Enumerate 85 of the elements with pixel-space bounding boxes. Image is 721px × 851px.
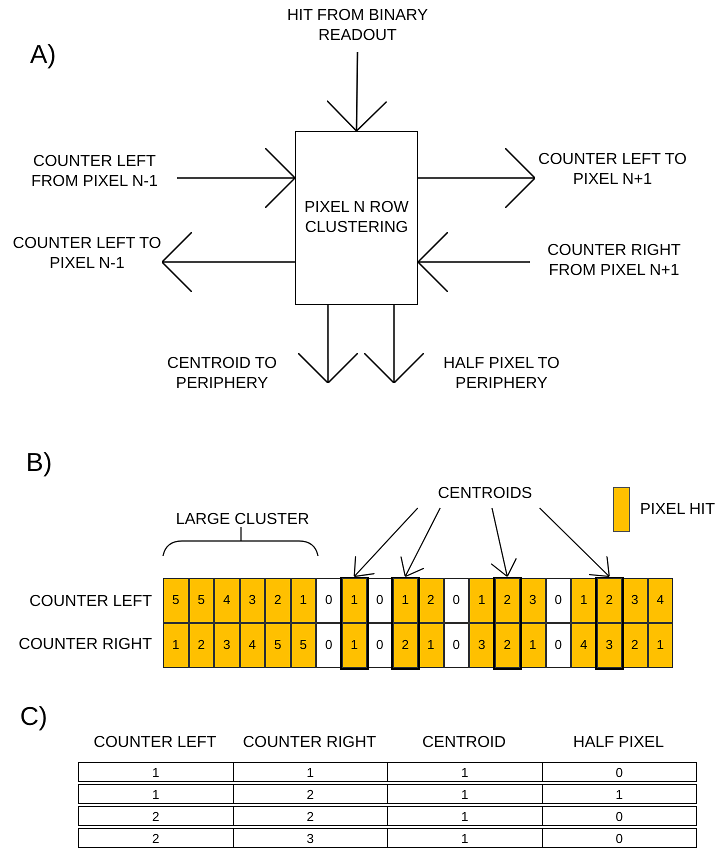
process-box: PIXEL N ROW CLUSTERING xyxy=(295,131,418,305)
table-cell: 1 xyxy=(387,828,542,848)
pixel-cell: 3 xyxy=(520,578,546,623)
arrow xyxy=(161,231,295,293)
leader-arrow xyxy=(539,508,610,578)
section-label: B) xyxy=(26,446,53,478)
pixel-cell: 4 xyxy=(571,623,596,668)
pixel-cell: 2 xyxy=(392,623,418,668)
table-cell: 2 xyxy=(232,784,388,804)
cluster-label: LARGE CLUSTER xyxy=(174,510,310,530)
pixel-cell: 1 xyxy=(392,578,418,623)
legend-text: PIXEL HIT xyxy=(640,500,715,520)
pixel-cell: 0 xyxy=(444,623,469,668)
table-cell: 1 xyxy=(542,784,697,804)
table-cell: 1 xyxy=(387,762,542,782)
pixel-cell: 3 xyxy=(596,623,622,668)
pixel-cell: 4 xyxy=(240,623,265,668)
table-cell: 2 xyxy=(232,806,388,826)
input-label: COUNTER RIGHT FROM PIXEL N+1 xyxy=(530,241,698,287)
pixel-cell: 1 xyxy=(520,623,546,668)
pixel-cell: 2 xyxy=(418,578,444,623)
table-cell: 1 xyxy=(78,762,234,782)
output-label: COUNTER LEFT TO PIXEL N-1 xyxy=(12,234,162,280)
row-label: COUNTER RIGHT xyxy=(18,635,153,655)
column-header: CENTROID xyxy=(421,733,507,753)
pixel-cell: 1 xyxy=(648,623,673,668)
pixel-cell: 5 xyxy=(265,623,290,668)
output-label: COUNTER LEFT TO PIXEL N+1 xyxy=(535,150,690,196)
leader-arrow xyxy=(400,508,441,578)
output-label: CENTROID TO PERIPHERY xyxy=(150,354,328,400)
pixel-cell: 1 xyxy=(418,623,444,668)
input-label: HIT FROM BINARY READOUT xyxy=(280,6,435,52)
arrow xyxy=(297,305,359,384)
column-header: COUNTER RIGHT xyxy=(242,733,378,753)
pixel-cell: 5 xyxy=(290,623,316,668)
callout-text: CENTROIDS xyxy=(415,484,555,508)
table-cell: 3 xyxy=(232,828,388,848)
table-cell: 2 xyxy=(78,806,234,826)
pixel-cell: 0 xyxy=(316,578,342,623)
pixel-cell: 2 xyxy=(188,623,214,668)
column-header: HALF PIXEL xyxy=(572,733,665,753)
pixel-cell: 1 xyxy=(290,578,316,623)
leader-arrow xyxy=(490,508,518,578)
pixel-cell: 2 xyxy=(596,578,622,623)
pixel-cell: 0 xyxy=(316,623,342,668)
output-label: HALF PIXEL TO PERIPHERY xyxy=(394,354,575,400)
arrow xyxy=(326,52,388,132)
table-cell: 2 xyxy=(78,828,234,848)
arrow xyxy=(177,147,296,209)
pixel-cell: 5 xyxy=(163,578,188,623)
table-cell: 0 xyxy=(542,806,697,826)
pixel-cell: 2 xyxy=(622,623,648,668)
section-label: C) xyxy=(20,700,48,732)
pixel-cell: 5 xyxy=(188,578,214,623)
table-cell: 1 xyxy=(387,784,542,804)
section-label: A) xyxy=(30,38,57,70)
column-header: COUNTER LEFT xyxy=(92,733,218,753)
pixel-cell: 4 xyxy=(648,578,673,623)
arrow xyxy=(418,147,536,209)
table-cell: 1 xyxy=(387,806,542,826)
pixel-cell: 0 xyxy=(546,623,571,668)
pixel-cell: 0 xyxy=(546,578,571,623)
pixel-cell: 3 xyxy=(214,623,240,668)
pixel-cell: 3 xyxy=(622,578,648,623)
pixel-cell: 4 xyxy=(214,578,240,623)
table-cell: 0 xyxy=(542,762,697,782)
row-label: COUNTER LEFT xyxy=(28,592,153,612)
pixel-cell: 1 xyxy=(469,578,494,623)
arrow xyxy=(363,305,425,384)
pixel-cell: 1 xyxy=(342,623,367,668)
table-cell: 1 xyxy=(78,784,234,804)
pixel-cell: 1 xyxy=(163,623,188,668)
input-label: COUNTER LEFT FROM PIXEL N-1 xyxy=(12,152,177,198)
pixel-cell: 0 xyxy=(444,578,469,623)
leader-arrow xyxy=(354,508,418,578)
pixel-cell: 3 xyxy=(469,623,494,668)
pixel-cell: 2 xyxy=(494,578,520,623)
pixel-cell: 2 xyxy=(494,623,520,668)
pixel-cell: 2 xyxy=(265,578,290,623)
pixel-cell: 1 xyxy=(342,578,367,623)
arrow xyxy=(417,231,530,293)
table-cell: 0 xyxy=(542,828,697,848)
table-cell: 1 xyxy=(232,762,388,782)
pixel-cell: 1 xyxy=(571,578,596,623)
pixel-cell: 3 xyxy=(240,578,265,623)
